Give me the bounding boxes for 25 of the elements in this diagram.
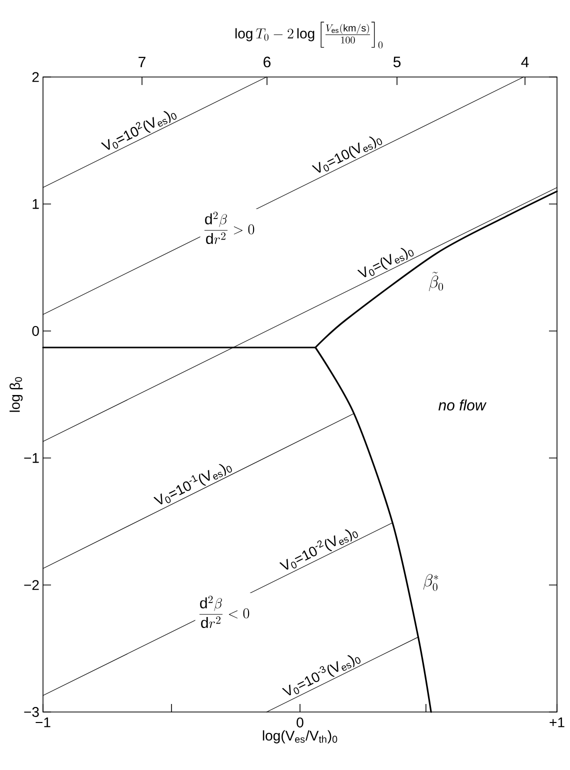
x-tick-label: +1 (550, 718, 564, 728)
y-tick-label: 0 (32, 326, 39, 336)
tick-label: 6 (264, 56, 271, 68)
line-label: V$_{0}$=10$^{-2}$(V$_{es}$)$_{0}$ (279, 529, 358, 570)
x-tick-label: 0 (296, 718, 304, 728)
y-tick-label: −1 (24, 453, 39, 463)
y-tick-label: 2 (32, 72, 39, 82)
line-label: V$_{0}$=(V$_{es}$)$_{0}$ (357, 248, 414, 278)
y-axis-title: log β$_{0}$ (10, 377, 23, 412)
region-label: no flow (438, 399, 487, 410)
x-axis-title: log(V$_{es}$/V$_{th}$)$_{0}$ (262, 730, 338, 744)
y-tick-label: 1 (32, 199, 39, 209)
region-label: $\frac{\mathrm{d}^2\beta}{\mathrm{d}r^2}>0$ (200, 208, 258, 248)
y-tick-label: −3 (24, 707, 39, 717)
tick-label: 4 (521, 56, 529, 68)
axis-title: $\log T_0-2\log\left[\frac{V_{\mathrm{es}}(\mathrm{km/s})}{100}\right]_0$ (235, 22, 383, 48)
curve-label: $\beta_0^*$ (423, 574, 438, 591)
tick-label: 7 (138, 56, 146, 68)
y-tick-label: −2 (24, 580, 39, 590)
line-label: V$_{0}$=10$^{-1}$(V$_{es}$)$_{0}$ (153, 464, 232, 504)
tick-label: 5 (393, 56, 401, 68)
region-label: $\frac{\mathrm{d}^2\beta}{\mathrm{d}r^2}<0$ (195, 592, 253, 632)
line-label: V$_{0}$=10$^{-3}$(V$_{es}$)$_{0}$ (282, 655, 360, 696)
line-label: V$_{0}$=10$^{2}$(V$_{es}$)$_{0}$ (100, 111, 177, 150)
curve-label: $\tilde{\beta}_0$ (428, 272, 444, 292)
